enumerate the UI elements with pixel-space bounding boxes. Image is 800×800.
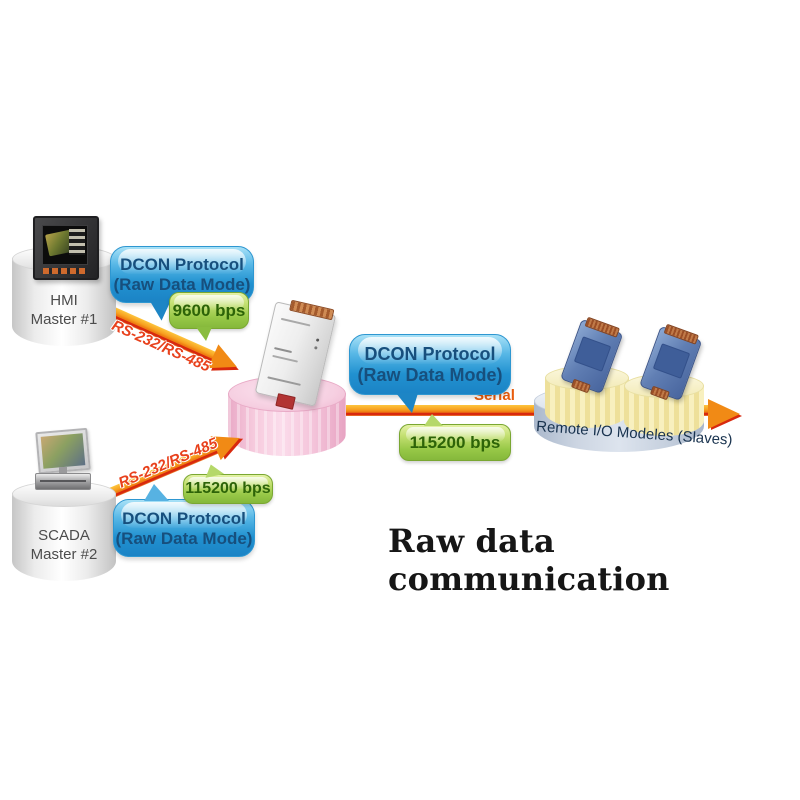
scada-pc-device [33, 427, 91, 490]
converter-terminal-block [289, 299, 335, 321]
scada-platform-cylinder: SCADA Master #2 [12, 481, 116, 581]
scada-speed-bubble: 115200 bps [183, 462, 273, 504]
scada-protocol-bubble: DCON Protocol (Raw Data Mode) [113, 484, 255, 557]
scada-protocol-line1: DCON Protocol [122, 509, 246, 528]
serial-protocol-bubble: DCON Protocol (Raw Data Mode) [349, 334, 511, 413]
serial-speed-bubble: 115200 bps [399, 414, 511, 461]
scada-platform-label: SCADA Master #2 [12, 527, 116, 565]
hmi-platform-label: HMI Master #1 [12, 292, 116, 330]
hmi-speed-value: 9600 bps [172, 301, 246, 320]
serial-protocol-line2: (Raw Data Mode) [357, 365, 503, 386]
serial-protocol-line1: DCON Protocol [364, 344, 496, 364]
hmi-panel-device [33, 216, 99, 280]
hmi-name: HMI [50, 292, 78, 309]
scada-protocol-line2: (Raw Data Mode) [115, 529, 253, 549]
serial-arrow-shaft [344, 405, 712, 416]
scada-number: Master #2 [30, 545, 98, 563]
hmi-protocol-line2: (Raw Data Mode) [113, 275, 251, 295]
diagram-title: Raw data communication [388, 522, 670, 598]
scada-speed-value: 115200 bps [185, 480, 271, 497]
hmi-number: Master #1 [30, 310, 98, 328]
hmi-speed-bubble: 9600 bps [169, 292, 249, 341]
scada-pc-base [35, 473, 91, 490]
serial-speed-value: 115200 bps [409, 433, 501, 452]
scada-name: SCADA [38, 527, 90, 544]
serial-arrow-head [708, 398, 744, 430]
hmi-panel-buttons [43, 268, 87, 274]
hmi-panel-screen [42, 225, 88, 265]
hmi-protocol-line1: DCON Protocol [120, 255, 244, 274]
